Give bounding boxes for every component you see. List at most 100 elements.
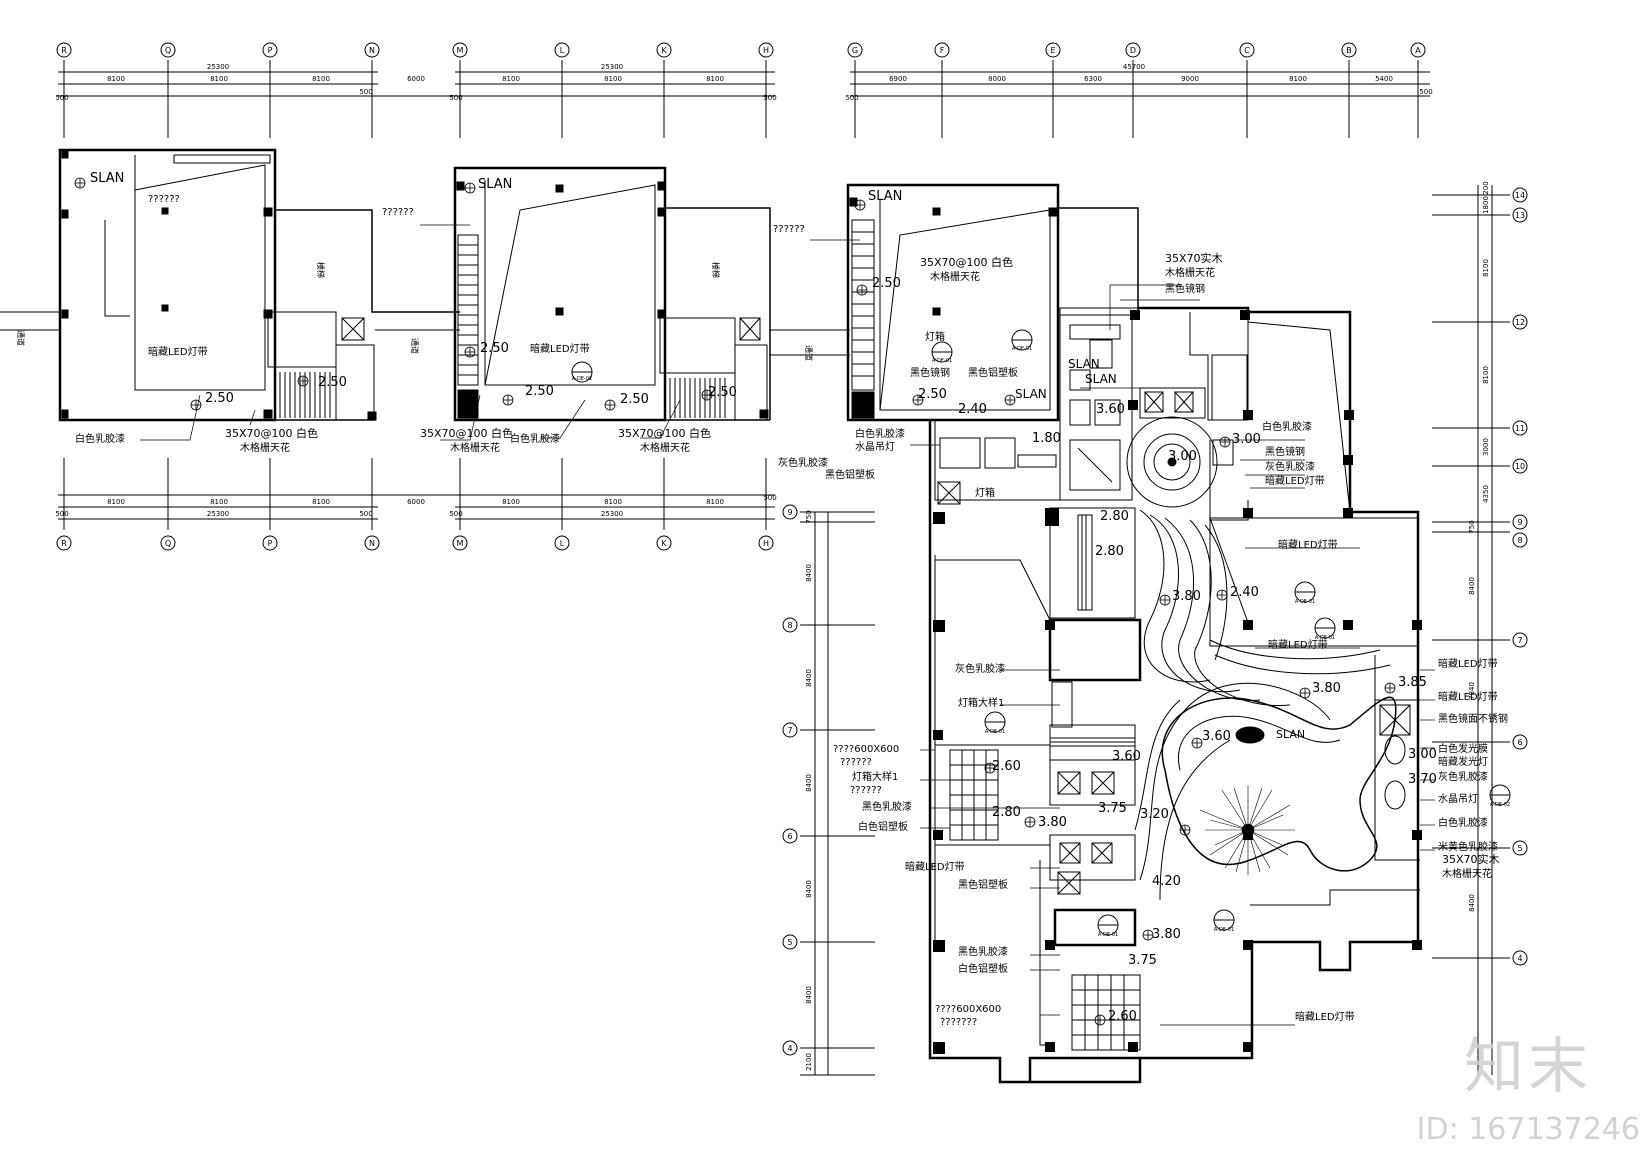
light-fixtures <box>74 177 1396 1026</box>
svg-text:3000: 3000 <box>1482 438 1490 456</box>
svg-text:8100: 8100 <box>1482 259 1490 277</box>
svg-text:L: L <box>560 539 565 548</box>
left-note-3: ????600X600 <box>833 744 899 755</box>
right-note-1: 暗藏LED灯带 <box>1438 657 1498 670</box>
left-note-7: 黑色乳胶漆 <box>862 800 912 813</box>
svg-text:H: H <box>763 539 769 548</box>
axis-bubble-D: D <box>1125 42 1141 58</box>
stair-hatch-mid <box>664 378 726 418</box>
dome-upper <box>1126 416 1218 508</box>
ref-marker-6: A-DE-01 <box>984 711 1006 735</box>
svg-text:A-DE-01: A-DE-01 <box>1012 346 1032 352</box>
svg-text:750: 750 <box>1468 520 1476 533</box>
elev-6: 2.50 <box>708 385 737 400</box>
right-note-9: 米黄色乳胶漆 <box>1438 840 1498 853</box>
right-note-8: 白色乳胶漆 <box>1438 816 1488 829</box>
elev-25: 3.80 <box>1038 815 1067 830</box>
axis-bubble-4-left: 4 <box>782 1040 798 1056</box>
svg-text:500: 500 <box>449 510 462 518</box>
note-wood-4b: 木格栅天花 <box>930 270 980 283</box>
section-markers: A-DE-02 A-DE-01 A-DE-01 A-DE-01 A-DE-01 … <box>571 329 1511 938</box>
watermark: 知末 ID: 167137246 <box>1388 995 1648 1165</box>
axis-bubble-R-bottom: R <box>56 535 72 551</box>
axis-bubble-P: P <box>262 42 278 58</box>
axis-bubble-P-bottom: P <box>262 535 278 551</box>
tile-grid-2 <box>1071 974 1141 1051</box>
svg-text:M: M <box>457 46 464 55</box>
right-note-7: 水晶吊灯 <box>1438 793 1478 805</box>
slan-label-5: SLAN <box>1085 372 1117 386</box>
svg-text:25300: 25300 <box>601 63 623 71</box>
svg-text:2100: 2100 <box>805 1053 813 1071</box>
svg-text:K: K <box>661 46 667 55</box>
svg-text:A-DE-02: A-DE-02 <box>572 376 592 382</box>
left-dimension-lines <box>800 511 875 1076</box>
note-wood-2: 35X70@100 白色 <box>420 426 513 440</box>
svg-text:200: 200 <box>1482 181 1490 194</box>
axis-bubble-K-bottom: K <box>656 535 672 551</box>
svg-text:G: G <box>852 46 858 55</box>
svg-text:7840: 7840 <box>1468 682 1476 700</box>
axis-bubble-Q: Q <box>160 42 176 58</box>
elev-28: 4.20 <box>1152 874 1181 889</box>
bottom-dimension-texts: 8100 8100 8100 6000 8100 8100 8100 25300… <box>55 494 776 518</box>
right-note-11: 木格栅天花 <box>1442 867 1492 880</box>
elev-10: 1.80 <box>1032 431 1061 446</box>
watermark-logo: 知末 <box>1464 1032 1592 1102</box>
svg-text:R: R <box>61 539 67 548</box>
bottom-axis-bubbles: R Q P N M L K H <box>56 535 774 551</box>
note-led-3: 暗藏LED灯带 <box>1278 538 1338 551</box>
plan-text-labels: SLAN SLAN SLAN SLAN SLAN SLAN SLAN ?????… <box>16 171 1508 1028</box>
axis-bubble-G: G <box>847 42 863 58</box>
slan-label-7: SLAN <box>1276 728 1305 741</box>
slan-label-2: SLAN <box>478 177 512 192</box>
right-note-2: 暗藏LED灯带 <box>1438 690 1498 703</box>
top-dimension-lines <box>58 60 1430 138</box>
elev-17: 2.40 <box>1230 585 1259 600</box>
note-wood-1b: 木格栅天花 <box>240 441 290 454</box>
top-dimension-texts: 25300 25300 45700 8100 8100 8100 6000 81… <box>55 63 1432 102</box>
note-led-5: 暗藏LED灯带 <box>905 860 965 873</box>
svg-text:8400: 8400 <box>1468 577 1476 595</box>
axis-bubble-9-left: 9 <box>782 504 798 520</box>
svg-text:12: 12 <box>1515 318 1525 327</box>
elev-13: 3.00 <box>1168 449 1197 464</box>
svg-text:8: 8 <box>787 621 792 630</box>
svg-text:500: 500 <box>1419 88 1432 96</box>
left-note-8: 白色铝塑板 <box>858 820 908 833</box>
slan-label-6: SLAN <box>1015 387 1047 401</box>
svg-text:F: F <box>940 46 945 55</box>
svg-text:A-DE-01: A-DE-01 <box>1214 927 1234 933</box>
ref-marker-7: A-DE-01 <box>1097 914 1119 938</box>
svg-text:500: 500 <box>763 94 776 102</box>
ref-marker-3: A-DE-01 <box>931 341 953 364</box>
svg-text:8100: 8100 <box>706 75 724 83</box>
right-note-10: 35X70实木 <box>1442 852 1500 866</box>
slan-label-4: SLAN <box>1068 357 1100 371</box>
tile-grid-1 <box>949 749 999 841</box>
svg-text:8400: 8400 <box>805 669 813 687</box>
svg-text:8100: 8100 <box>312 75 330 83</box>
room-label-1: 楼梯 <box>316 262 326 278</box>
right-dimension-texts: 200 1800 8100 8100 3000 4350 750 8400 78… <box>1468 181 1490 912</box>
left-note-1: 灰色乳胶漆 <box>955 662 1005 675</box>
svg-text:D: D <box>1130 46 1136 55</box>
svg-text:8000: 8000 <box>988 75 1006 83</box>
note-wood-4: 35X70@100 白色 <box>920 255 1013 269</box>
elev-11: 3.60 <box>1096 402 1125 417</box>
svg-text:L: L <box>560 46 565 55</box>
svg-text:8400: 8400 <box>1468 894 1476 912</box>
plan-middle <box>453 166 850 422</box>
elev-12: 3.00 <box>1232 432 1261 447</box>
axis-bubble-6: 6 <box>1512 734 1528 750</box>
note-gray-1: 灰色乳胶漆 <box>778 456 828 469</box>
elev-15: 2.80 <box>1095 544 1124 559</box>
axis-bubble-H-bottom: H <box>758 535 774 551</box>
note-frame-2: 黑色铝塑板 <box>825 468 875 481</box>
room-label-2: 楼梯 <box>711 262 721 278</box>
svg-text:6: 6 <box>1517 738 1522 747</box>
note-right-2: 黑色镜钢 <box>1265 445 1305 458</box>
left-note-4: ?????? <box>840 757 872 768</box>
axis-bubble-N-bottom: N <box>364 535 380 551</box>
